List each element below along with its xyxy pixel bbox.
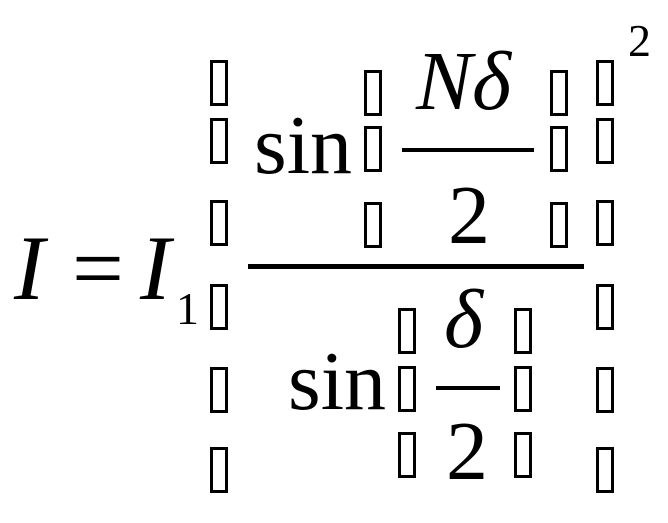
right-bracket-glyph-4 (596, 284, 614, 330)
denominator-left-paren-glyph-3 (398, 432, 416, 478)
rhs-subscript: 1 (176, 283, 199, 334)
denominator-sin-label: sin (288, 335, 387, 428)
lhs-symbol: I (14, 217, 45, 319)
denominator-left-paren-glyph-1 (398, 308, 416, 354)
numerator-left-paren-glyph-2 (364, 126, 382, 172)
main-fraction-bar (248, 264, 584, 269)
right-bracket-glyph-2 (596, 118, 614, 164)
rhs-symbol: I (140, 217, 171, 319)
numerator-right-paren-glyph-2 (550, 126, 568, 172)
left-bracket-glyph-4 (210, 284, 228, 330)
denominator-right-paren-glyph-2 (514, 366, 532, 412)
right-bracket-glyph-1 (596, 60, 614, 106)
left-bracket-glyph-2 (210, 118, 228, 164)
exponent: 2 (628, 15, 651, 66)
numerator-inner-denominator: 2 (448, 169, 490, 262)
left-bracket-glyph-3 (210, 200, 228, 246)
left-bracket-glyph-6 (210, 447, 228, 493)
equals-sign: = (72, 217, 124, 319)
denominator-right-paren-glyph-3 (514, 432, 532, 478)
numerator-right-paren-glyph-1 (550, 70, 568, 116)
numerator-left-paren-glyph-3 (364, 202, 382, 248)
numerator-inner-numerator: Nδ (416, 35, 512, 128)
right-bracket-glyph-6 (596, 447, 614, 493)
denominator-inner-denominator: 2 (446, 405, 488, 498)
numerator-right-paren-glyph-3 (550, 202, 568, 248)
denominator-inner-numerator: δ (444, 273, 484, 366)
left-bracket-glyph-5 (210, 367, 228, 413)
denominator-right-paren-glyph-1 (514, 308, 532, 354)
right-bracket-glyph-5 (596, 367, 614, 413)
right-bracket-glyph-3 (596, 200, 614, 246)
numerator-left-paren-glyph-1 (364, 70, 382, 116)
numerator-sin-label: sin (254, 99, 353, 192)
left-bracket-glyph-1 (210, 60, 228, 106)
numerator-inner-fraction-bar (402, 148, 534, 152)
denominator-left-paren-glyph-2 (398, 366, 416, 412)
denominator-inner-fraction-bar (436, 386, 500, 390)
